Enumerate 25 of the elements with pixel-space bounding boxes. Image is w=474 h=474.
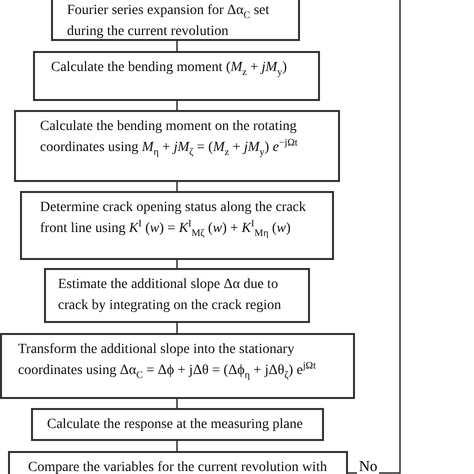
process-box [44, 268, 310, 323]
process-box [33, 51, 320, 101]
connector-line [176, 260, 178, 268]
step-text: Calculate the bending moment (M$_{z}$ + jM$_{y}$) [51, 59, 288, 78]
process-box [14, 110, 340, 182]
step-text: Transform the additional slope into the stationary coordinates using Δα$_{C}$ = Δϕ + jΔθ = (Δϕ$_{η}$ + jΔθ$_{ζ}$) e$^{jΩt}$ [18, 341, 317, 381]
step-text: Compare the variables for the current revolution with [28, 459, 328, 474]
process-box [51, 0, 300, 41]
process-box [0, 333, 355, 399]
connector-line [176, 399, 178, 408]
connector-line [176, 182, 178, 191]
process-box [31, 408, 324, 441]
process-box [20, 191, 334, 260]
step-text: Calculate the response at the measuring plane [47, 416, 304, 434]
connector-line [176, 41, 178, 51]
step-text: Calculate the bending moment on the rotating coordinates using M$_{η}$ + jM$_{ζ}$ = (M$_{z}$ + jM$_{y}$) e$^{−jΩt}$ [40, 118, 299, 158]
connector-line [176, 323, 178, 333]
connector-line [176, 101, 178, 110]
connector-line [348, 0, 401, 474]
process-box [8, 451, 348, 474]
step-text: Determine crack opening status along the crack front line using K$^{I}$ (w) = K$^{I}$$_{Mζ}$ (w) + K$^{I}$$_{Mη}$ (w) [40, 199, 307, 239]
edge-label: No [357, 459, 380, 474]
step-text: Fourier series expansion for Δα$_{C}$ set during the current revolution [67, 2, 270, 41]
connector-line [176, 441, 178, 451]
step-text: Estimate the additional slope Δα due to crack by integrating on the crack region [58, 276, 282, 315]
